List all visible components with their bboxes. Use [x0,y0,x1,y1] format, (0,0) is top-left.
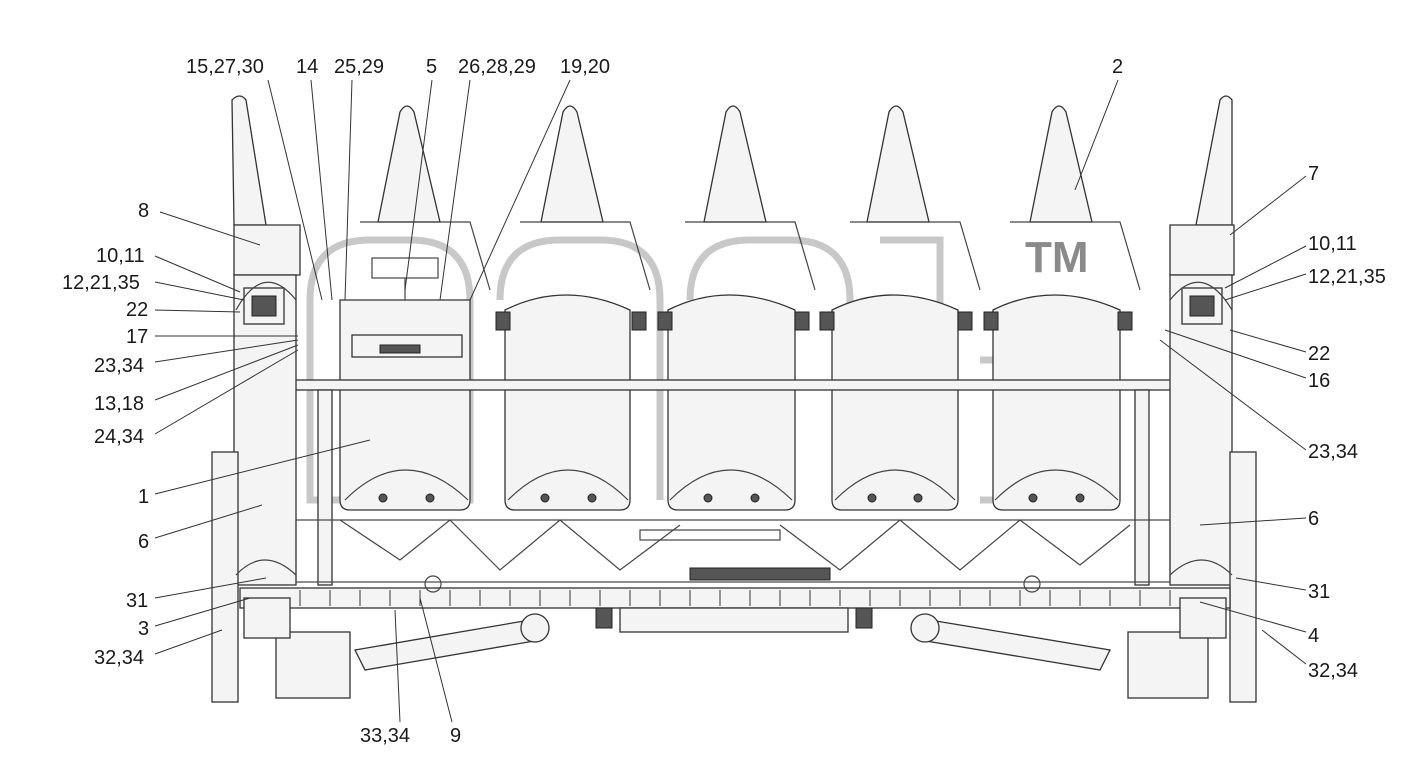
callout-22-right: 22 [1308,343,1330,365]
callout-22-left: 22 [126,299,148,321]
cross-tube [261,379,1209,391]
callout-4: 4 [1308,625,1319,647]
callout-9: 9 [450,725,461,747]
callout-5: 5 [426,56,437,78]
auger-assembly [239,519,1231,699]
callout-16: 16 [1308,370,1330,392]
callout-6-right: 6 [1308,508,1319,530]
callout-labels: 15,27,30 14 25,29 5 26,28,29 19,20 2 8 1… [62,56,1386,747]
callout-31-left: 31 [126,590,148,612]
dividers [231,95,1235,291]
callout-1: 1 [138,486,149,508]
callout-23-34-right: 23,34 [1308,441,1358,463]
callout-13-18: 13,18 [94,393,144,415]
callout-17: 17 [126,326,148,348]
callout-12-21-35-left: 12,21,35 [62,272,140,294]
callout-32-34-right: 32,34 [1308,660,1358,682]
callout-12-21-35-right: 12,21,35 [1308,266,1386,288]
leader-lines [154,79,1307,723]
callout-8: 8 [138,200,149,222]
callout-10-11-left: 10,11 [96,245,145,267]
callout-10-11-right: 10,11 [1308,233,1357,255]
callout-26-28-29: 26,28,29 [458,56,536,78]
row-units [339,257,1133,511]
callout-3: 3 [138,618,149,640]
callout-32-34-left: 32,34 [94,647,144,669]
trademark-mark: TM [1025,233,1089,282]
callout-19-20: 19,20 [560,56,610,78]
side-panels [211,274,1257,703]
callout-15-27-30: 15,27,30 [186,56,264,78]
callout-24-34: 24,34 [94,426,144,448]
callout-33-34: 33,34 [360,725,410,747]
callout-6-left: 6 [138,531,149,553]
callout-2: 2 [1112,56,1123,78]
callout-7: 7 [1308,163,1319,185]
callout-14: 14 [296,56,318,78]
callout-31-right: 31 [1308,581,1330,603]
callout-23-34-left: 23,34 [94,355,144,377]
callout-25-29: 25,29 [334,56,384,78]
